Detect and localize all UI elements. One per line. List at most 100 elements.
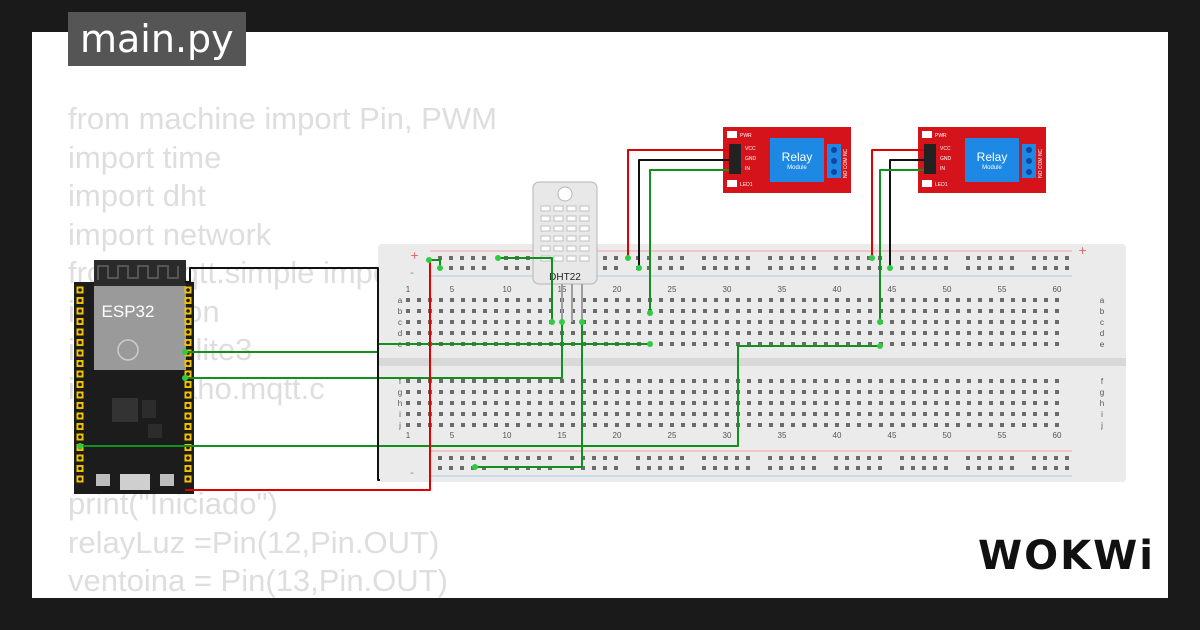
column-number: 55 [998,431,1007,440]
breadboard-hole [604,423,608,427]
breadboard-hole [813,423,817,427]
breadboard-hole [768,466,772,470]
column-number: 35 [778,431,787,440]
breadboard-hole [537,456,541,460]
breadboard-hole [846,390,850,394]
chip [148,424,162,438]
breadboard-hole [988,456,992,460]
breadboard-hole [438,466,442,470]
breadboard-hole [945,331,949,335]
breadboard-hole [780,298,784,302]
breadboard-hole [934,298,938,302]
breadboard-hole [604,390,608,394]
breadboard-hole [1000,298,1004,302]
breadboard-hole [1000,379,1004,383]
breadboard-hole [714,379,718,383]
breadboard-hole [680,466,684,470]
grille-slot [566,255,577,262]
breadboard-hole [406,331,410,335]
wokwi-logo: WOKWi [978,533,1155,579]
breadboard-hole [824,342,828,346]
breadboard-hole [1033,401,1037,405]
breadboard-hole [1055,309,1059,313]
breadboard-hole [923,412,927,416]
breadboard-hole [1011,320,1015,324]
breadboard-hole [658,256,662,260]
breadboard-hole [802,309,806,313]
breadboard-hole [835,379,839,383]
breadboard-hole [944,456,948,460]
breadboard-hole [659,331,663,335]
breadboard-hole [703,423,707,427]
breadboard-hole [1054,266,1058,270]
breadboard-hole [538,379,542,383]
breadboard-hole [868,379,872,383]
wires [77,149,924,491]
breadboard-hole [692,298,696,302]
breadboard-hole [438,256,442,260]
esp32-pin-hole [78,319,82,324]
breadboard-hole [692,320,696,324]
breadboard-hole [615,331,619,335]
breadboard-hole [560,379,564,383]
breadboard-hole [868,342,872,346]
breadboard-hole [461,412,465,416]
breadboard-hole [923,401,927,405]
breadboard-hole [516,423,520,427]
breadboard-hole [845,256,849,260]
grille-slot [553,215,564,222]
breadboard-hole [417,423,421,427]
breadboard-hole [856,266,860,270]
breadboard-hole [560,390,564,394]
breadboard-hole [450,298,454,302]
breadboard-hole [439,320,443,324]
breadboard-hole [669,456,673,460]
breadboard-hole [670,390,674,394]
breadboard-hole [1033,331,1037,335]
breadboard-hole [989,298,993,302]
breadboard-hole [681,331,685,335]
breadboard-hole [879,423,883,427]
breadboard-hole [966,266,970,270]
breadboard-hole [812,256,816,260]
breadboard-hole [516,298,520,302]
wire-endpoint [549,319,555,325]
breadboard-hole [802,298,806,302]
breadboard-hole [636,456,640,460]
breadboard-hole [845,266,849,270]
breadboard-hole [692,390,696,394]
breadboard-hole [516,412,520,416]
breadboard-center-channel [378,358,1126,366]
breadboard-hole [780,331,784,335]
breadboard-hole [846,331,850,335]
breadboard-hole [901,412,905,416]
breadboard-hole [615,412,619,416]
breadboard-hole [736,320,740,324]
breadboard-hole [527,423,531,427]
breadboard-hole [714,320,718,324]
breadboard-hole [846,379,850,383]
breadboard-hole [857,401,861,405]
breadboard-hole [1033,320,1037,324]
relay-title: Relay [782,150,813,164]
breadboard-hole [1065,466,1069,470]
file-tab[interactable]: main.py [68,12,246,66]
breadboard-hole [967,423,971,427]
breadboard-hole [549,331,553,335]
breadboard-hole [824,298,828,302]
breadboard-hole [460,266,464,270]
breadboard-hole [868,331,872,335]
breadboard-hole [582,390,586,394]
breadboard-hole [1022,401,1026,405]
wire-red [185,260,431,491]
esp32-pin-hole [186,372,190,376]
esp32-pin-hole [186,330,190,334]
breadboard-hole [856,456,860,460]
breadboard-hole [1055,298,1059,302]
terminal-screw [1026,169,1032,175]
breadboard-hole [868,320,872,324]
breadboard-hole [449,266,453,270]
breadboard-hole [934,390,938,394]
breadboard-hole [1022,379,1026,383]
breadboard-hole [604,401,608,405]
